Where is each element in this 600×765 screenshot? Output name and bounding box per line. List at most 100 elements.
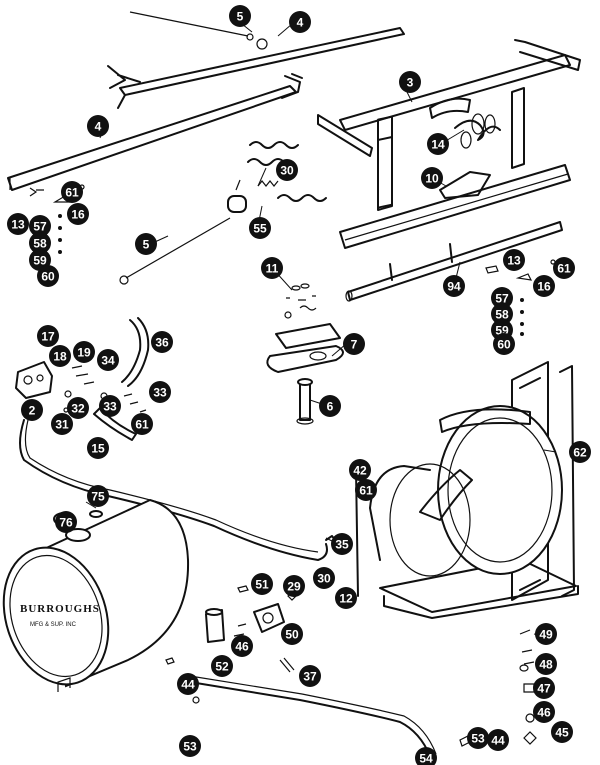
callout-label: 57 — [33, 220, 47, 234]
callout-label: 52 — [215, 660, 229, 674]
callout-label: 37 — [303, 670, 317, 684]
callout-label: 48 — [539, 658, 553, 672]
rod-94 — [345, 221, 563, 302]
callout-label: 16 — [537, 280, 551, 294]
callout-13: 13 — [7, 213, 29, 235]
callout-label: 58 — [495, 308, 509, 322]
callout-32: 32 — [67, 397, 89, 419]
callout-label: 61 — [65, 186, 79, 200]
callout-11: 11 — [261, 257, 283, 279]
callout-label: 4 — [95, 120, 102, 134]
callout-46: 46 — [231, 635, 253, 657]
callout-label: 4 — [297, 16, 304, 30]
callout-4: 4 — [289, 11, 311, 33]
hose-reel-cart — [349, 361, 579, 619]
callout-14: 14 — [427, 133, 449, 155]
callout-label: 75 — [91, 490, 105, 504]
callout-94: 94 — [443, 275, 465, 297]
callout-label: 50 — [285, 628, 299, 642]
callout-16: 16 — [67, 203, 89, 225]
callout-48: 48 — [535, 653, 557, 675]
spring-assembly — [227, 141, 327, 213]
callout-45: 45 — [551, 721, 573, 743]
callout-17: 17 — [37, 325, 59, 347]
callout-61: 61 — [61, 181, 83, 203]
callout-30: 30 — [276, 159, 298, 181]
callout-label: 45 — [555, 726, 569, 740]
callout-49: 49 — [535, 623, 557, 645]
callout-31: 31 — [51, 413, 73, 435]
callout-label: 10 — [425, 172, 439, 186]
callout-label: 53 — [183, 740, 197, 754]
callout-label: 13 — [11, 218, 25, 232]
callout-label: 17 — [41, 330, 55, 344]
callout-label: 59 — [33, 254, 47, 268]
callout-label: 46 — [235, 640, 249, 654]
callout-10: 10 — [421, 167, 443, 189]
callout-29: 29 — [283, 575, 305, 597]
callout-16: 16 — [533, 275, 555, 297]
callout-60: 60 — [37, 265, 59, 287]
callout-label: 29 — [287, 580, 301, 594]
callout-label: 60 — [497, 338, 511, 352]
callout-61: 61 — [355, 479, 377, 501]
callout-label: 13 — [507, 254, 521, 268]
callout-53: 53 — [467, 727, 489, 749]
callout-58: 58 — [491, 303, 513, 325]
callout-30: 30 — [313, 567, 335, 589]
callout-label: 18 — [53, 350, 67, 364]
callout-7: 7 — [343, 333, 365, 355]
callout-label: 12 — [339, 592, 353, 606]
callout-57: 57 — [491, 287, 513, 309]
callout-label: 33 — [103, 400, 117, 414]
callout-label: 5 — [237, 10, 244, 24]
callout-35: 35 — [331, 533, 353, 555]
callout-19: 19 — [73, 341, 95, 363]
callout-18: 18 — [49, 345, 71, 367]
callout-57: 57 — [29, 215, 51, 237]
callout-label: 49 — [539, 628, 553, 642]
callout-52: 52 — [211, 655, 233, 677]
callout-46: 46 — [533, 701, 555, 723]
callout-42: 42 — [349, 459, 371, 481]
callout-label: 53 — [471, 732, 485, 746]
callout-61: 61 — [553, 257, 575, 279]
callout-60: 60 — [493, 333, 515, 355]
callout-62: 62 — [569, 441, 591, 463]
callout-label: 61 — [359, 484, 373, 498]
callout-54: 54 — [415, 747, 437, 765]
callout-55: 55 — [249, 217, 271, 239]
hardware-right — [485, 259, 556, 336]
callout-label: 61 — [135, 418, 149, 432]
callout-label: 44 — [181, 678, 195, 692]
pump-parts — [165, 585, 299, 704]
callout-76: 76 — [55, 511, 77, 533]
discharge-hose — [183, 675, 437, 757]
callout-label: 31 — [55, 418, 69, 432]
callout-label: 76 — [59, 516, 73, 530]
callout-label: 11 — [266, 262, 279, 276]
callout-37: 37 — [299, 665, 321, 687]
callout-58: 58 — [29, 232, 51, 254]
callout-51: 51 — [251, 573, 273, 595]
callout-label: 30 — [280, 164, 294, 178]
callout-label: 15 — [91, 442, 105, 456]
callout-label: 36 — [155, 336, 169, 350]
callout-13: 13 — [503, 249, 525, 271]
callout-50: 50 — [281, 623, 303, 645]
callout-61: 61 — [131, 413, 153, 435]
callout-label: 2 — [29, 404, 36, 418]
callout-label: 57 — [495, 292, 509, 306]
callout-34: 34 — [97, 349, 119, 371]
callout-label: 62 — [573, 446, 587, 460]
callout-3: 3 — [399, 71, 421, 93]
callout-36: 36 — [151, 331, 173, 353]
callout-label: 33 — [153, 386, 167, 400]
callout-44: 44 — [487, 729, 509, 751]
callout-label: 30 — [317, 572, 331, 586]
main-frame — [317, 39, 581, 249]
callout-label: 94 — [447, 280, 461, 294]
callout-label: 16 — [71, 208, 85, 222]
